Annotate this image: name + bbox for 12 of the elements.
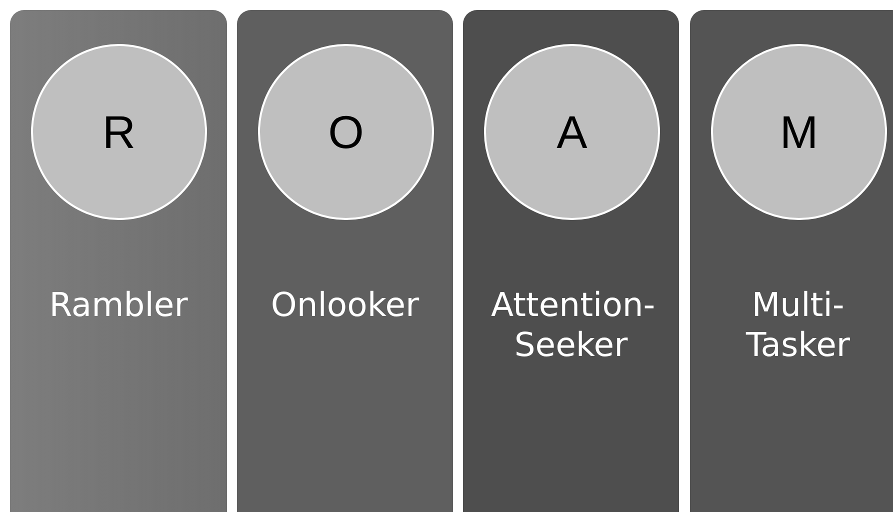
column-panel (690, 10, 893, 512)
column-panel (10, 10, 227, 512)
column-label: Rambler (48, 285, 189, 325)
column-panel (237, 10, 453, 512)
column-label: Attention- Seeker (490, 285, 656, 365)
column-label: Multi- Tasker (744, 285, 851, 365)
letter-circle: R (31, 44, 207, 220)
letter-circle: O (258, 44, 434, 220)
letter-circle: A (484, 44, 660, 220)
column-panel (463, 10, 679, 512)
letter-circle: M (711, 44, 887, 220)
column-label: Onlooker (270, 285, 420, 325)
